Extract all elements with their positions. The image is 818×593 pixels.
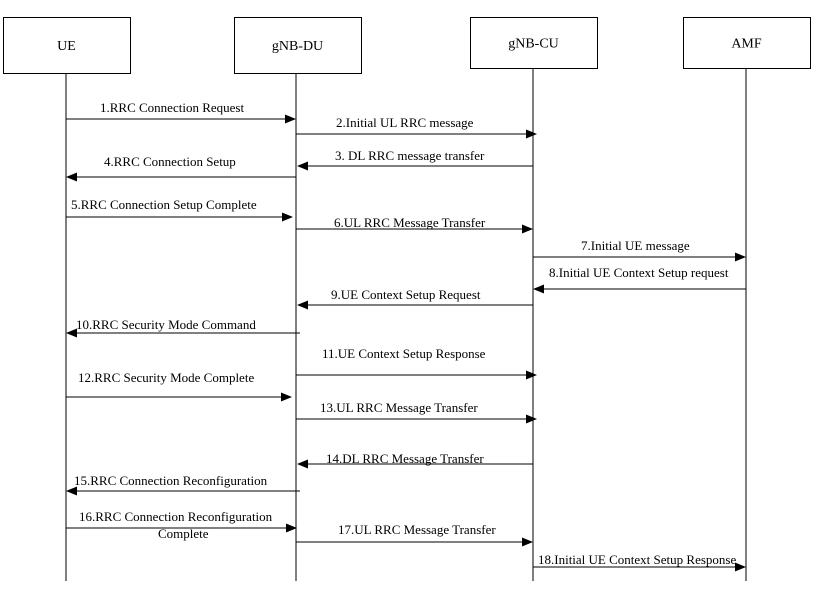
entity-label-gnb-cu: gNB-CU xyxy=(508,37,559,52)
message-label: 7.Initial UE message xyxy=(581,238,690,253)
message-5: 5.RRC Connection Setup Complete xyxy=(66,197,293,222)
entity-amf: AMF xyxy=(683,17,811,581)
message-15: 15.RRC Connection Reconfiguration xyxy=(66,473,300,496)
entity-gnb-cu: gNB-CU xyxy=(470,17,598,581)
message-7: 7.Initial UE message xyxy=(533,238,746,262)
message-arrowhead xyxy=(66,328,77,338)
message-3: 3. DL RRC message transfer xyxy=(297,148,533,171)
message-arrowhead xyxy=(735,562,746,572)
message-arrowhead xyxy=(522,224,533,234)
message-6: 6.UL RRC Message Transfer xyxy=(296,215,533,234)
entity-box-amf xyxy=(683,17,811,69)
message-label-line2: Complete xyxy=(158,526,209,541)
message-label: 16.RRC Connection Reconfiguration xyxy=(79,509,273,524)
message-label: 9.UE Context Setup Request xyxy=(331,287,481,302)
entity-ue: UE xyxy=(3,17,131,581)
message-18: 18.Initial UE Context Setup Response xyxy=(533,552,746,572)
message-arrowhead xyxy=(533,284,544,294)
message-label: 2.Initial UL RRC message xyxy=(336,115,474,130)
message-label: 17.UL RRC Message Transfer xyxy=(338,522,496,537)
message-2: 2.Initial UL RRC message xyxy=(296,115,537,139)
message-arrowhead xyxy=(281,392,292,402)
message-arrowhead xyxy=(66,486,77,496)
message-label: 1.RRC Connection Request xyxy=(100,100,244,115)
message-label: 12.RRC Security Mode Complete xyxy=(78,370,254,385)
message-label: 11.UE Context Setup Response xyxy=(322,346,486,361)
message-arrowhead xyxy=(297,459,308,469)
message-label: 14.DL RRC Message Transfer xyxy=(326,451,484,466)
entity-box-gnb-du xyxy=(234,17,362,74)
message-13: 13.UL RRC Message Transfer xyxy=(296,400,537,424)
message-arrowhead xyxy=(285,114,296,124)
message-arrowhead xyxy=(66,172,77,182)
entity-gnb-du: gNB-DU xyxy=(234,17,362,581)
message-label: 6.UL RRC Message Transfer xyxy=(334,215,486,230)
message-label: 8.Initial UE Context Setup request xyxy=(549,265,729,280)
entity-label-amf: AMF xyxy=(731,37,762,52)
message-17: 17.UL RRC Message Transfer xyxy=(296,522,533,547)
message-arrowhead xyxy=(735,252,746,262)
message-label: 5.RRC Connection Setup Complete xyxy=(71,197,257,212)
message-arrowhead xyxy=(286,523,297,533)
message-label: 10.RRC Security Mode Command xyxy=(76,317,256,332)
message-arrowhead xyxy=(297,300,308,310)
entity-box-ue xyxy=(3,17,131,74)
message-label: 15.RRC Connection Reconfiguration xyxy=(74,473,268,488)
message-arrowhead xyxy=(526,370,537,380)
message-label: 18.Initial UE Context Setup Response xyxy=(538,552,736,567)
message-4: 4.RRC Connection Setup xyxy=(66,154,296,182)
message-9: 9.UE Context Setup Request xyxy=(297,287,533,310)
message-8: 8.Initial UE Context Setup request xyxy=(533,265,746,294)
entity-label-gnb-du: gNB-DU xyxy=(272,39,323,54)
message-arrowhead xyxy=(282,212,293,222)
message-arrowhead xyxy=(526,129,537,139)
entity-label-ue: UE xyxy=(57,39,76,54)
message-arrowhead xyxy=(522,537,533,547)
message-1: 1.RRC Connection Request xyxy=(66,100,296,124)
message-arrowhead xyxy=(297,161,308,171)
entity-box-gnb-cu xyxy=(470,17,598,69)
message-11: 11.UE Context Setup Response xyxy=(296,346,537,380)
message-10: 10.RRC Security Mode Command xyxy=(66,317,300,338)
message-arrowhead xyxy=(526,414,537,424)
message-12: 12.RRC Security Mode Complete xyxy=(66,370,292,402)
message-16: 16.RRC Connection ReconfigurationComplet… xyxy=(66,509,297,541)
message-label: 4.RRC Connection Setup xyxy=(104,154,236,169)
message-14: 14.DL RRC Message Transfer xyxy=(297,451,533,469)
message-label: 13.UL RRC Message Transfer xyxy=(320,400,478,415)
message-label: 3. DL RRC message transfer xyxy=(335,148,485,163)
